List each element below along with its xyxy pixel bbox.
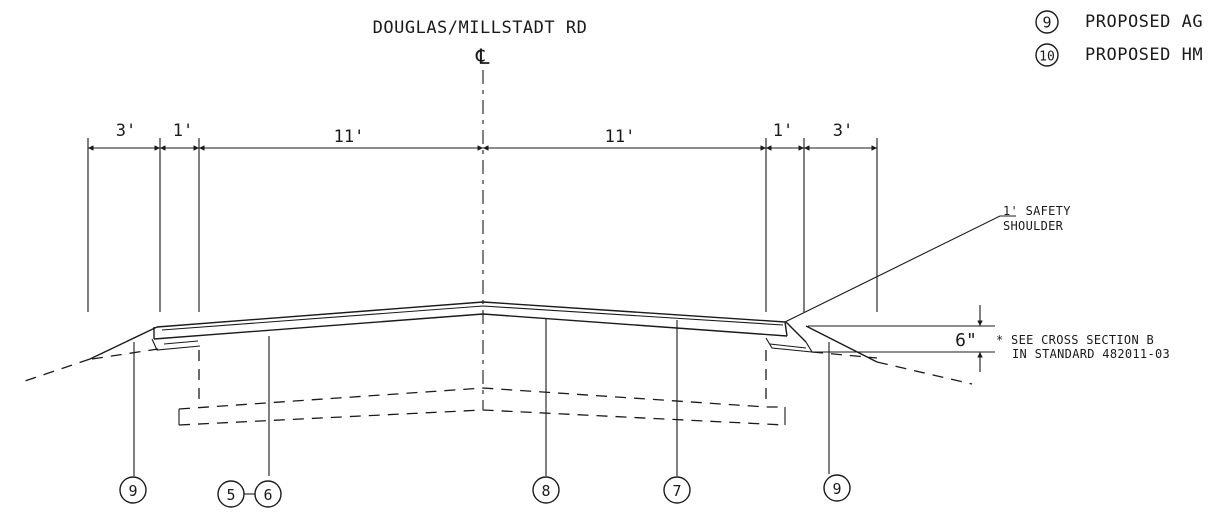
dim-left-shoulder: 3'	[116, 121, 136, 141]
side-slopes	[21, 325, 973, 385]
callout-bubbles: 9 5 6 8 7 9	[119, 474, 851, 508]
pavement-section	[151, 301, 814, 353]
legend: 9 PROPOSED AG 10 PROPOSED HM	[1035, 10, 1203, 67]
legend-num-9: 9	[1042, 14, 1051, 32]
dim-left-lane: 11'	[334, 127, 365, 147]
callout-num-6: 6	[263, 486, 272, 504]
legend-bubble-10	[1035, 43, 1059, 67]
callout-bubble-6	[254, 480, 282, 508]
callout-num-5: 5	[226, 486, 235, 504]
callout-num-9-right: 9	[832, 480, 841, 498]
callout-bubble-9-left	[119, 476, 147, 504]
callout-num-9-left: 9	[128, 482, 137, 500]
callout-bubble-9-right	[823, 474, 851, 502]
safety-shoulder-note-line1: 1' SAFETY	[1003, 204, 1071, 218]
legend-bubble-9	[1035, 10, 1059, 34]
callout-bubble-7	[663, 476, 691, 504]
legend-num-10: 10	[1039, 50, 1055, 65]
road-name-title: DOUGLAS/MILLSTADT RD	[373, 18, 588, 38]
subbase-dashed	[178, 350, 786, 426]
legend-text-9: PROPOSED AG	[1085, 12, 1203, 32]
dim-right-safety: 1'	[773, 121, 793, 141]
thickness-dimension	[808, 305, 995, 372]
extension-lines	[87, 138, 878, 312]
thickness-label: 6"	[955, 330, 977, 351]
dim-left-safety: 1'	[173, 121, 193, 141]
dim-right-lane: 11'	[605, 127, 636, 147]
see-cross-section-line2: IN STANDARD 482011-03	[1012, 347, 1170, 361]
callout-num-8: 8	[541, 482, 550, 500]
dim-right-shoulder: 3'	[833, 121, 853, 141]
safety-shoulder-note-line2: SHOULDER	[1003, 219, 1064, 233]
callout-num-7: 7	[672, 482, 681, 500]
callout-leaders	[133, 318, 830, 476]
see-cross-section-line1: * SEE CROSS SECTION B	[996, 333, 1154, 347]
safety-shoulder-leader	[784, 215, 1016, 323]
legend-text-10: PROPOSED HM	[1085, 45, 1203, 65]
centerline-symbol: ℄	[475, 45, 490, 69]
callout-bubble-8	[532, 476, 560, 504]
